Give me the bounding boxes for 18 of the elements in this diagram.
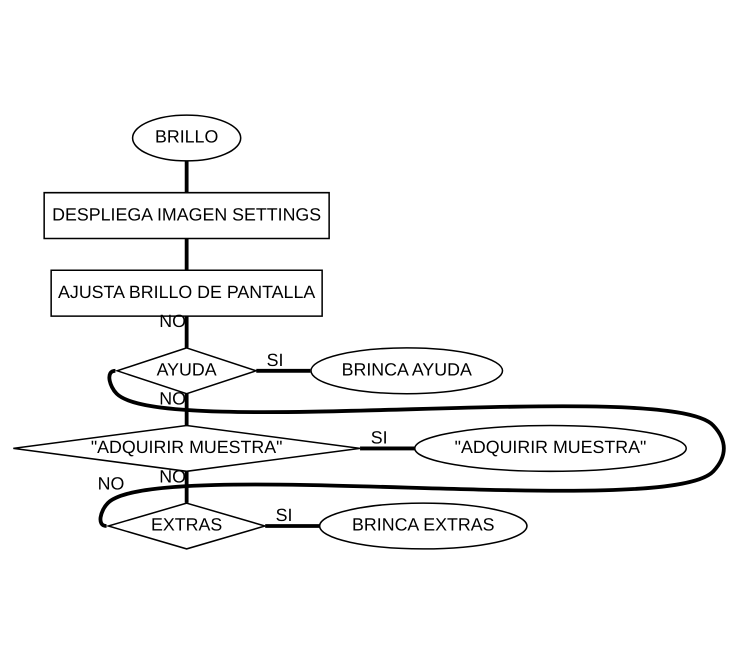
connector (184, 471, 189, 503)
node-ellipse: BRINCA AYUDA (310, 347, 504, 394)
node-ellipse: "ADQUIRIR MUESTRA" (414, 424, 687, 472)
connector (184, 316, 189, 348)
node-ellipse: BRILLO (132, 114, 242, 162)
connector (360, 446, 415, 450)
edge-label: SI (266, 350, 284, 370)
edge-label: NO (98, 474, 124, 494)
node-ellipse: BRINCA EXTRAS (318, 502, 528, 550)
connector (265, 524, 320, 528)
connector (184, 238, 189, 270)
node-diamond: EXTRAS (106, 502, 268, 550)
edge-label: SI (370, 428, 388, 448)
connector (184, 160, 189, 192)
connector (184, 394, 189, 426)
connector (256, 368, 310, 373)
edge-label: SI (276, 505, 293, 526)
node-box: DESPLIEGA IMAGEN SETTINGS (43, 192, 330, 240)
